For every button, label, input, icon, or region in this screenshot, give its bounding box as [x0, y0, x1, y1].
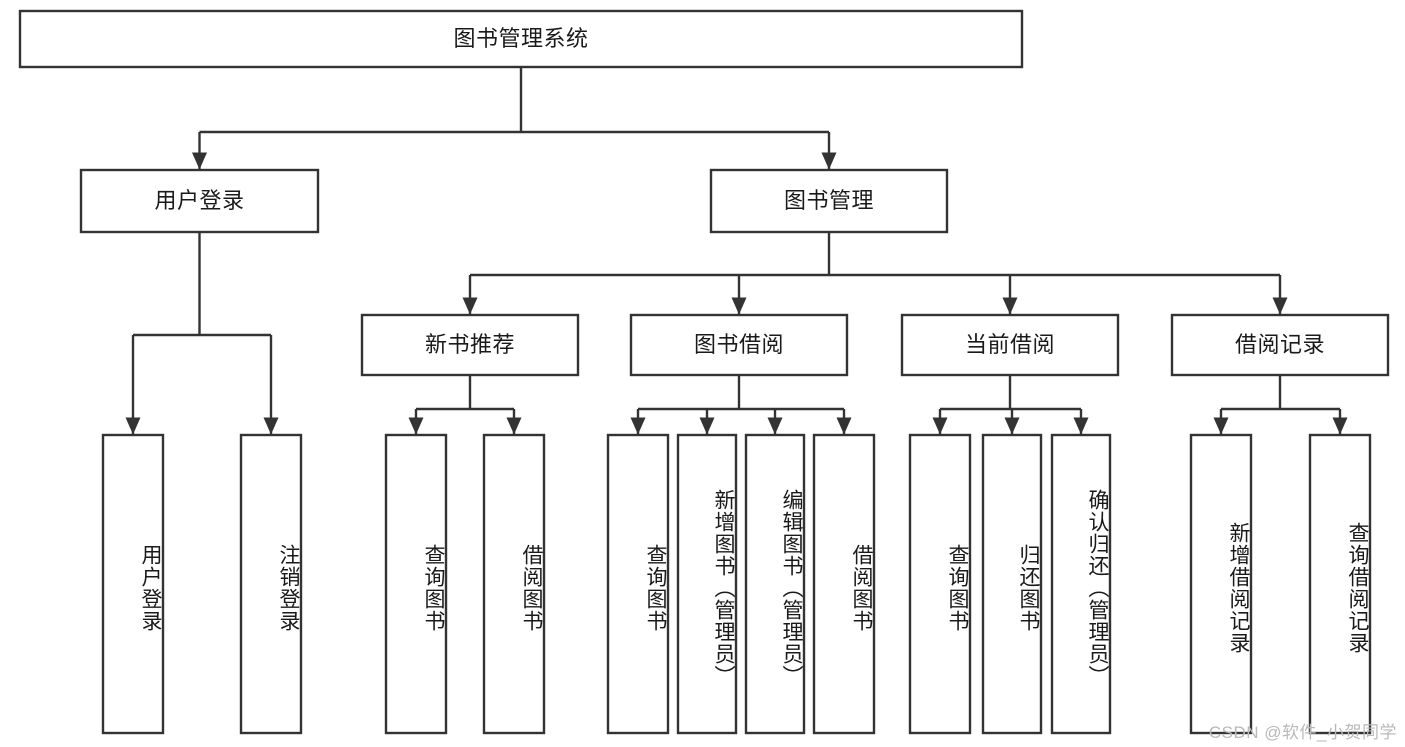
node-box-layer	[18, 9, 1390, 735]
node-root[interactable]	[20, 11, 1022, 67]
arrow-head-icon-recommend-query-book	[408, 417, 424, 435]
node-box-current-confirm-return-admin[interactable]	[1050, 433, 1112, 735]
node-box-recommend-query-book[interactable]	[384, 433, 448, 735]
node-user-logout-leaf[interactable]	[241, 435, 301, 733]
node-records-add-record[interactable]	[1191, 435, 1251, 733]
node-current-return-book[interactable]	[983, 435, 1041, 733]
node-box-records-query-record[interactable]	[1308, 433, 1372, 735]
node-borrow-edit-book-admin[interactable]	[746, 435, 804, 733]
node-box-borrow-borrow-book[interactable]	[812, 433, 876, 735]
node-borrow-records[interactable]	[1172, 315, 1388, 375]
node-user-login-leaf[interactable]	[103, 435, 163, 733]
node-recommend-borrow-book[interactable]	[484, 435, 544, 733]
node-box-user-logout-leaf[interactable]	[239, 433, 303, 735]
node-current-confirm-return-admin[interactable]	[1052, 435, 1110, 733]
arrow-head-icon-borrow-add-book-admin	[699, 417, 715, 435]
arrow-head-icon-recommend-borrow-book	[506, 417, 522, 435]
arrow-head-icon-borrow-query-book	[630, 417, 646, 435]
watermark-text: CSDN @软件_小贺同学	[1208, 723, 1397, 742]
connector-layer	[125, 67, 1348, 435]
node-box-new-book-recommend[interactable]	[360, 313, 580, 377]
node-box-current-borrow[interactable]	[900, 313, 1120, 377]
arrow-head-icon-current-confirm-return-admin	[1073, 417, 1089, 435]
node-box-records-add-record[interactable]	[1189, 433, 1253, 735]
arrow-head-icon-records-query-record	[1332, 417, 1348, 435]
arrow-head-icon-borrow-edit-book-admin	[767, 417, 783, 435]
node-recommend-query-book[interactable]	[386, 435, 446, 733]
node-box-user-login[interactable]	[79, 168, 320, 234]
node-box-borrow-add-book-admin[interactable]	[676, 433, 738, 735]
node-new-book-recommend[interactable]	[362, 315, 578, 375]
node-book-borrow[interactable]	[631, 315, 847, 375]
arrow-head-icon-current-query-book	[932, 417, 948, 435]
arrow-head-icon-book-management	[821, 152, 837, 170]
node-borrow-add-book-admin[interactable]	[678, 435, 736, 733]
arrow-head-icon-records-add-record	[1213, 417, 1229, 435]
node-box-borrow-query-book[interactable]	[606, 433, 670, 735]
node-current-query-book[interactable]	[910, 435, 970, 733]
arrow-head-icon-current-return-book	[1004, 417, 1020, 435]
node-user-login[interactable]	[81, 170, 318, 232]
node-box-recommend-borrow-book[interactable]	[482, 433, 546, 735]
node-current-borrow[interactable]	[902, 315, 1118, 375]
arrow-head-icon-book-borrow	[731, 297, 747, 315]
node-box-root[interactable]	[18, 9, 1024, 69]
arrow-head-icon-user-logout-leaf	[263, 417, 279, 435]
node-box-current-query-book[interactable]	[908, 433, 972, 735]
arrow-head-icon-current-borrow	[1002, 297, 1018, 315]
node-borrow-borrow-book[interactable]	[814, 435, 874, 733]
arrow-head-icon-borrow-records	[1272, 297, 1288, 315]
node-box-user-login-leaf[interactable]	[101, 433, 165, 735]
arrow-head-icon-user-login	[192, 152, 207, 170]
arrow-head-icon-user-login-leaf	[125, 417, 141, 435]
arrow-head-icon-new-book-recommend	[462, 297, 478, 315]
node-book-management[interactable]	[711, 170, 947, 232]
node-box-borrow-edit-book-admin[interactable]	[744, 433, 806, 735]
node-records-query-record[interactable]	[1310, 435, 1370, 733]
node-borrow-query-book[interactable]	[608, 435, 668, 733]
arrow-head-icon-borrow-borrow-book	[836, 417, 852, 435]
node-box-current-return-book[interactable]	[981, 433, 1043, 735]
